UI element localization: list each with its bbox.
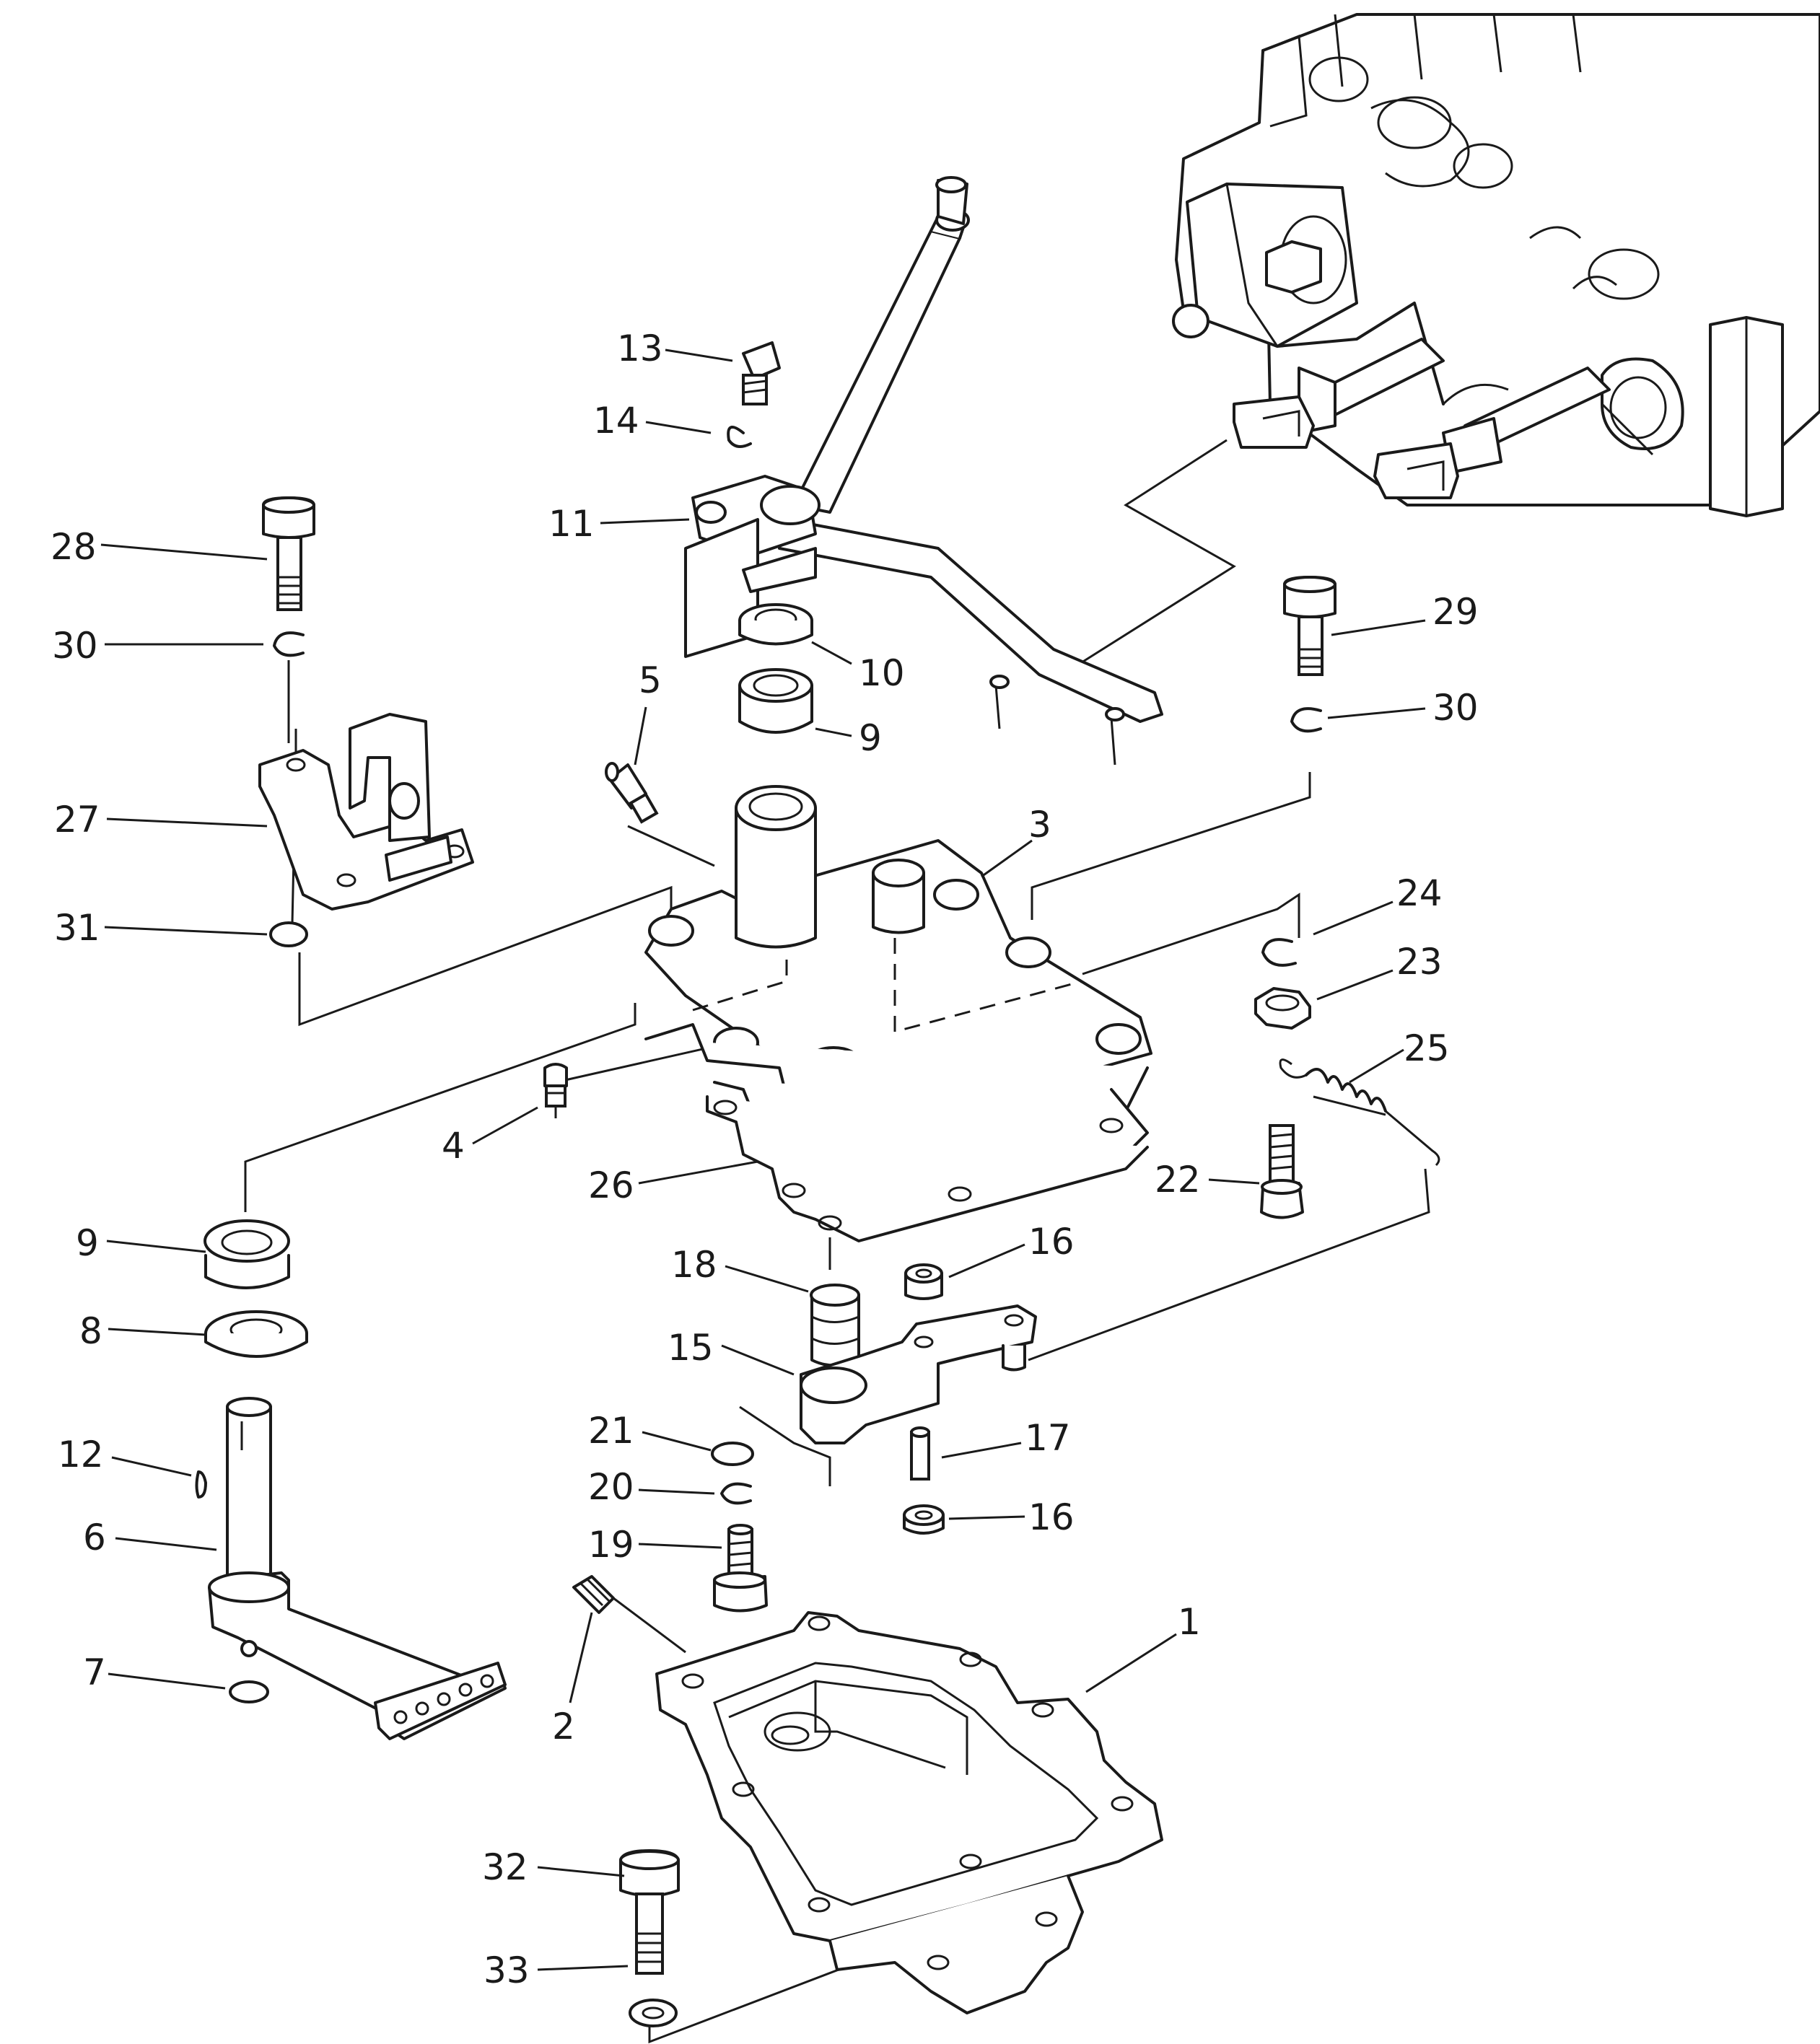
callout-4: 4 — [442, 1125, 465, 1167]
callout-15: 15 — [668, 1327, 714, 1369]
part-24-snap-ring — [1261, 938, 1297, 967]
callout-17: 17 — [1025, 1417, 1071, 1459]
part-33-washer — [629, 1999, 678, 2027]
part-30-snap-ring-left — [273, 631, 305, 657]
callout-11: 11 — [548, 503, 595, 545]
callout-33: 33 — [484, 1949, 530, 1991]
part-27-bracket — [258, 713, 474, 911]
callout-32: 32 — [482, 1846, 528, 1888]
part-1-housing — [655, 1611, 1163, 2014]
part-14-snap-ring — [727, 426, 752, 448]
callout-19: 19 — [588, 1524, 634, 1566]
part-9-bearing-lower — [204, 1219, 290, 1289]
callout-9-lower: 9 — [76, 1222, 99, 1264]
callout-30-right: 30 — [1432, 687, 1479, 729]
injection-pump-housing — [1172, 13, 1820, 517]
part-30-snap-ring-right — [1290, 707, 1322, 733]
part-16-collar-upper — [904, 1263, 943, 1300]
part-2-breather — [572, 1575, 615, 1614]
callout-31: 31 — [54, 907, 100, 949]
part-16-collar-lower — [903, 1504, 945, 1535]
callout-18: 18 — [671, 1244, 717, 1286]
part-32-bolt — [619, 1849, 680, 1975]
callout-3: 3 — [1028, 804, 1051, 846]
callout-2: 2 — [552, 1706, 575, 1747]
part-5-grease-nipple — [605, 762, 659, 824]
part-6-shaft-lever — [208, 1397, 507, 1740]
callout-1: 1 — [1178, 1601, 1201, 1643]
part-12-pin — [195, 1470, 207, 1499]
callout-20: 20 — [588, 1466, 634, 1508]
part-26-gasket — [706, 1081, 1149, 1242]
part-29-bolt — [1283, 576, 1336, 676]
part-25-spring — [1279, 1058, 1440, 1167]
part-31-washer — [269, 921, 308, 947]
callout-6: 6 — [83, 1517, 106, 1558]
callout-25: 25 — [1404, 1027, 1450, 1069]
callout-9-upper: 9 — [859, 717, 882, 759]
part-15-arm — [800, 1304, 1037, 1444]
callout-27: 27 — [54, 799, 100, 841]
callout-14: 14 — [593, 400, 639, 442]
part-7-washer — [229, 1680, 269, 1703]
part-18-spacer — [810, 1284, 860, 1367]
part-28-bolt — [262, 496, 315, 611]
callout-23: 23 — [1396, 941, 1443, 983]
callout-29: 29 — [1432, 591, 1479, 633]
callout-16-lower: 16 — [1028, 1496, 1075, 1538]
callout-26: 26 — [588, 1164, 634, 1206]
callout-24: 24 — [1396, 872, 1443, 914]
part-4-plug — [543, 1063, 568, 1107]
part-8-washer — [204, 1310, 308, 1358]
part-22-bolt — [1260, 1124, 1304, 1219]
callout-12: 12 — [58, 1434, 104, 1475]
callout-7: 7 — [83, 1652, 106, 1693]
part-23-nut — [1254, 987, 1311, 1030]
callout-21: 21 — [588, 1410, 634, 1452]
callout-28: 28 — [51, 526, 97, 568]
callout-10: 10 — [859, 652, 905, 694]
part-9-bearing-upper — [738, 668, 813, 734]
callout-labels: 13 14 11 28 30 27 31 10 9 5 3 29 30 24 2… — [51, 328, 1479, 1991]
callout-22: 22 — [1155, 1159, 1201, 1201]
part-20-snap-ring — [720, 1482, 752, 1505]
part-21-washer — [711, 1442, 754, 1466]
callout-8: 8 — [79, 1310, 102, 1352]
leader-lines — [100, 348, 1426, 1971]
callout-5: 5 — [639, 659, 662, 701]
callout-13: 13 — [617, 328, 663, 369]
callout-16-upper: 16 — [1028, 1221, 1075, 1263]
part-19-bolt — [713, 1524, 768, 1613]
part-10-seal — [738, 603, 813, 646]
part-17-pin — [910, 1426, 930, 1481]
callout-30-left: 30 — [52, 625, 98, 667]
part-13-bolt — [742, 341, 781, 405]
